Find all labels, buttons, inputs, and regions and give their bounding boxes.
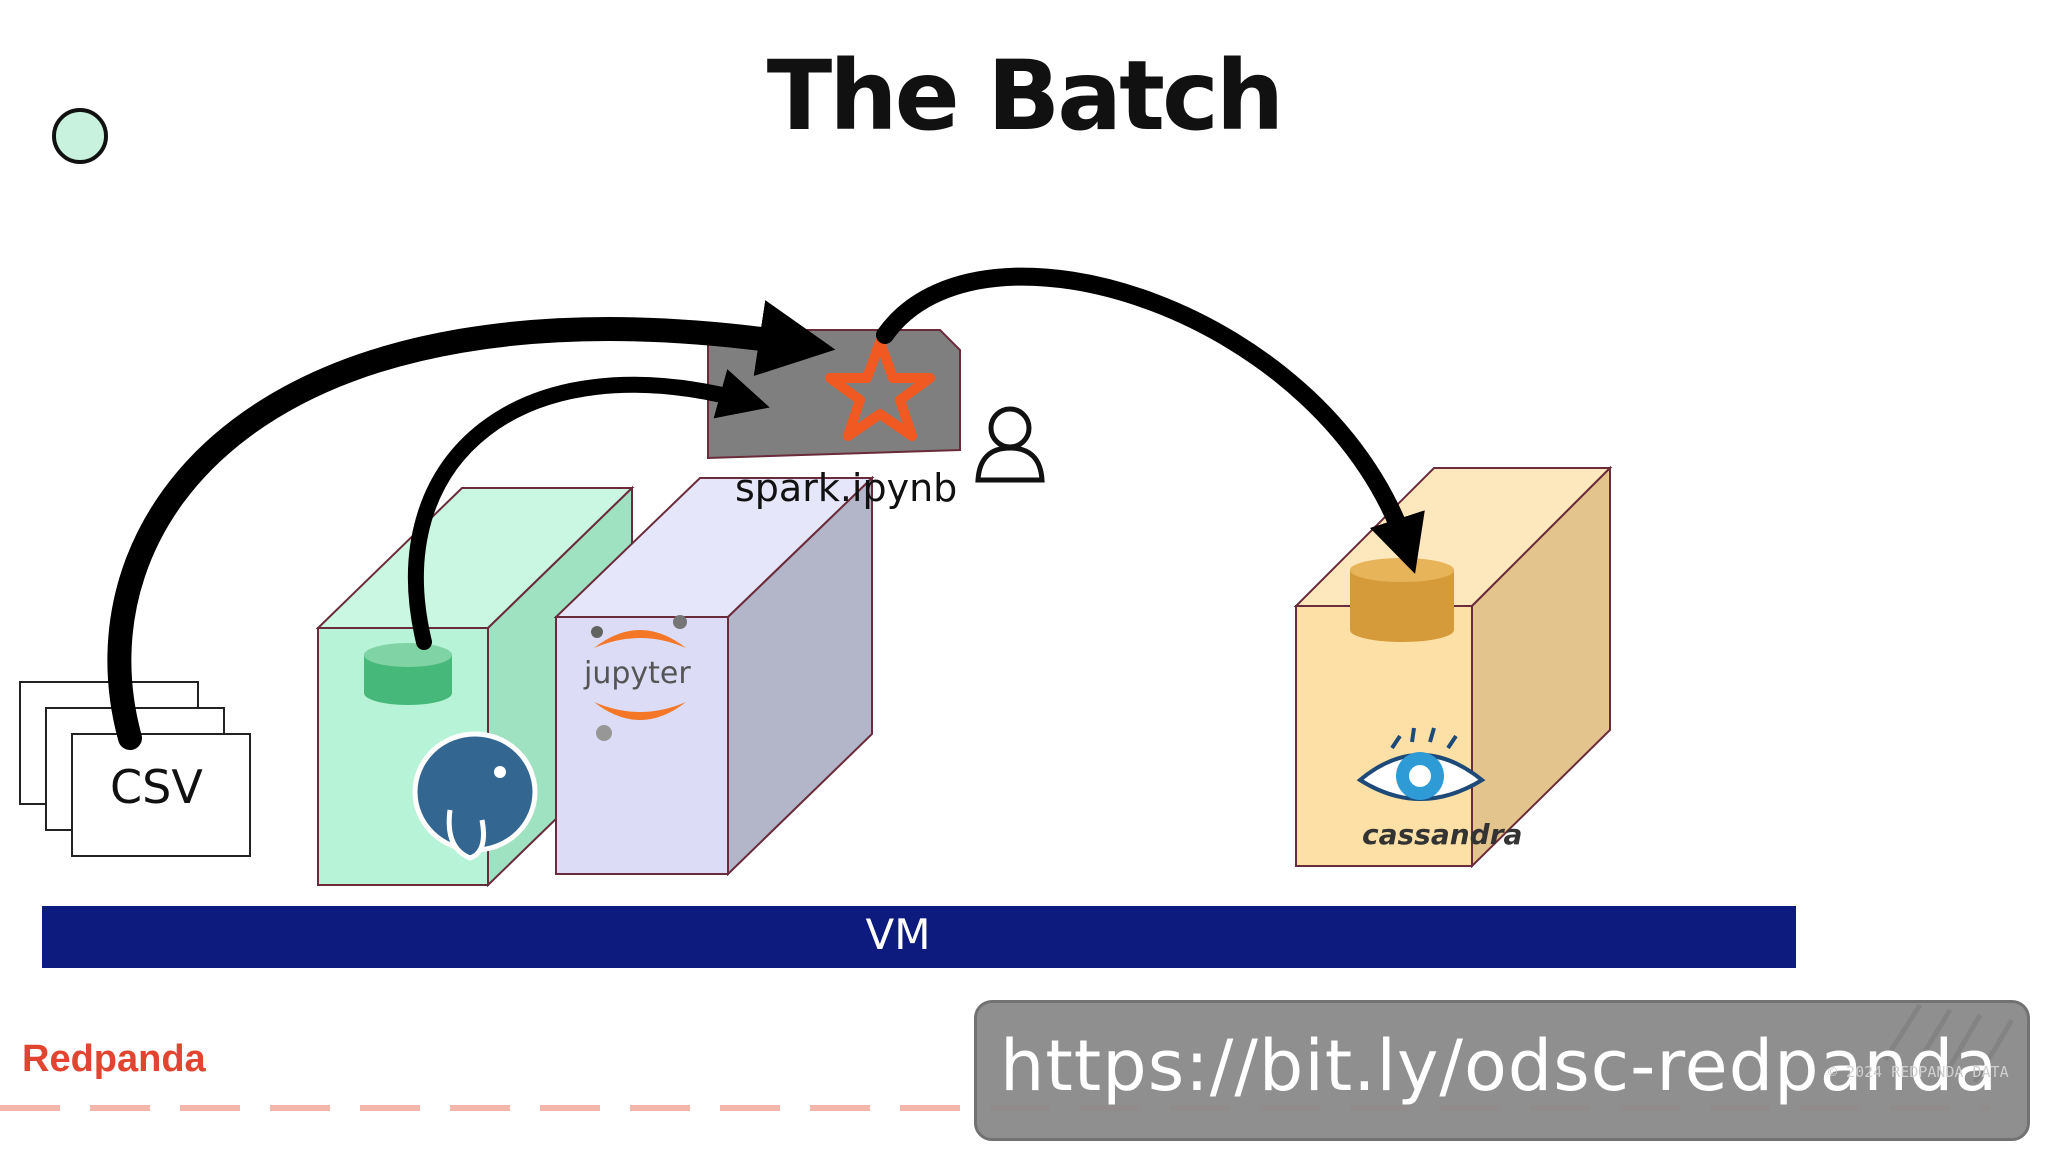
postgres-elephant-icon xyxy=(412,731,538,861)
arrow-postgres-to-spark xyxy=(407,369,770,650)
jupyter-logo-icon xyxy=(591,615,687,741)
spark-star-icon xyxy=(825,337,935,441)
arrow-spark-to-cassandra xyxy=(876,267,1425,574)
database-cylinder-icon xyxy=(1350,558,1454,642)
redpanda-logo: Redpanda xyxy=(22,1038,206,1080)
cassandra-container xyxy=(1293,465,1613,869)
cassandra-label: cassandra xyxy=(1362,818,1523,851)
status-dot-icon xyxy=(52,108,108,164)
jupyter-label: jupyter xyxy=(584,656,691,691)
jupyter-container xyxy=(553,475,875,877)
slide-title: The Batch xyxy=(766,40,1284,152)
vm-bar xyxy=(42,906,1796,968)
user-icon xyxy=(975,406,1045,483)
copyright-text: © 2024 REDPANDA DATA xyxy=(1828,1063,2009,1081)
vm-label: VM xyxy=(865,910,931,959)
flow-arrows xyxy=(107,267,1425,750)
csv-label: CSV xyxy=(110,760,203,814)
spark-notebook-label: spark.ipynb xyxy=(735,466,958,510)
arrow-csv-to-spark xyxy=(107,300,836,750)
database-cylinder-icon xyxy=(364,643,452,705)
cassandra-eye-icon xyxy=(1356,727,1486,801)
url-link[interactable]: https://bit.ly/odsc-redpanda xyxy=(1000,1025,1999,1107)
url-banner xyxy=(974,1000,2030,1141)
